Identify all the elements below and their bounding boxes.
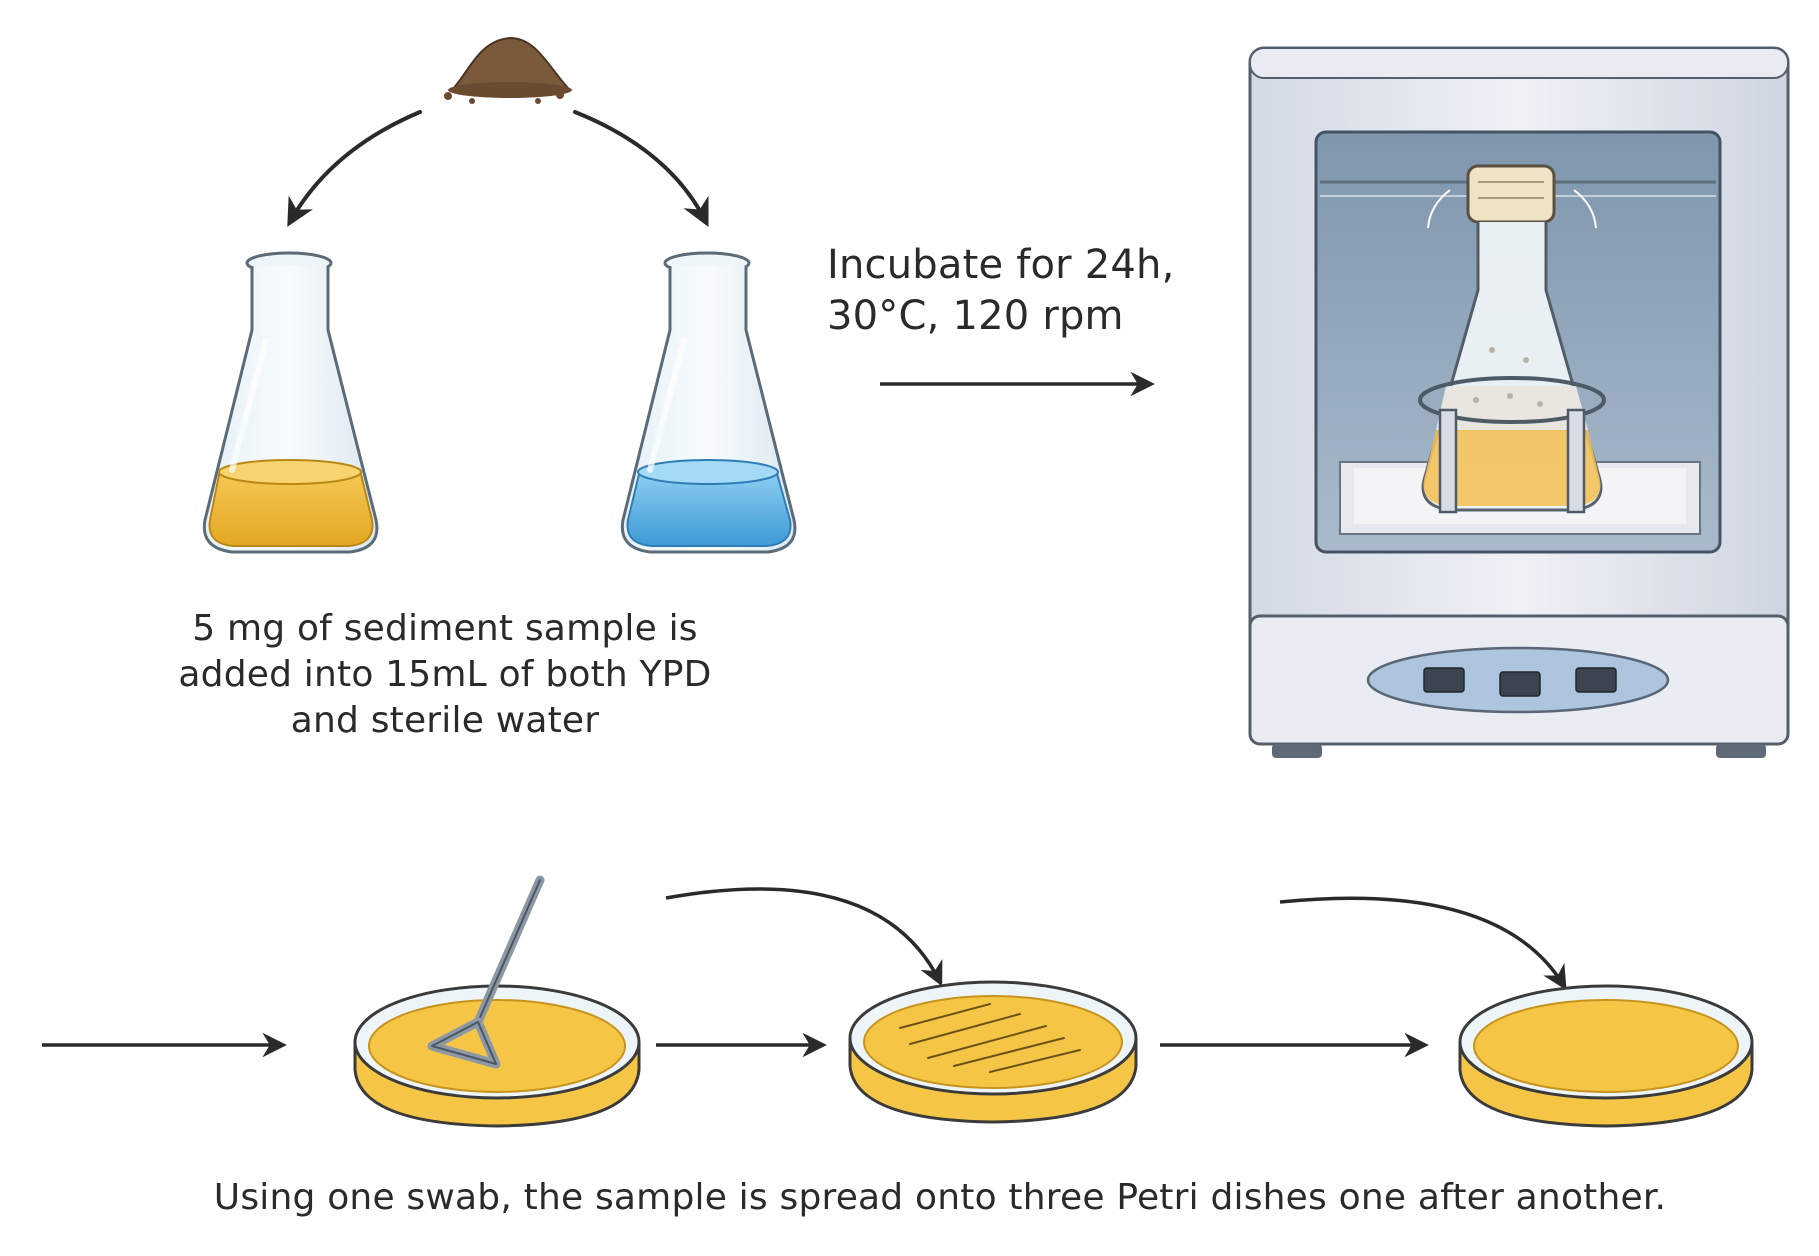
shaking-incubator-icon bbox=[1248, 46, 1790, 758]
sediment-pile-icon bbox=[444, 36, 572, 104]
arrow-curve-into-dish2 bbox=[665, 887, 943, 987]
sample-caption: 5 mg of sediment sample is added into 15… bbox=[160, 606, 730, 744]
petri-dish-3-icon bbox=[1458, 984, 1754, 1128]
petri-dish-1-icon bbox=[353, 984, 641, 1128]
arrow-curve-into-dish3 bbox=[1279, 896, 1567, 991]
arrow-sediment-to-water bbox=[573, 110, 709, 228]
petri-dish-2-icon bbox=[848, 980, 1138, 1124]
sample-caption-line-2: added into 15mL of both YPD bbox=[178, 654, 712, 696]
spreader-swab-icon bbox=[427, 875, 545, 1069]
incubate-caption: Incubate for 24h, 30°C, 120 rpm bbox=[827, 240, 1247, 342]
spread-caption: Using one swab, the sample is spread ont… bbox=[213, 1177, 1667, 1218]
sample-caption-line-3: and sterile water bbox=[290, 700, 600, 742]
incubate-caption-line-1: Incubate for 24h, bbox=[827, 242, 1175, 288]
ypd-flask-icon bbox=[202, 251, 379, 554]
sample-caption-line-1: 5 mg of sediment sample is bbox=[192, 608, 698, 649]
incubate-caption-line-2: 30°C, 120 rpm bbox=[827, 293, 1124, 340]
arrow-sediment-to-ypd bbox=[287, 110, 422, 227]
sterile-water-flask-icon bbox=[620, 251, 797, 554]
